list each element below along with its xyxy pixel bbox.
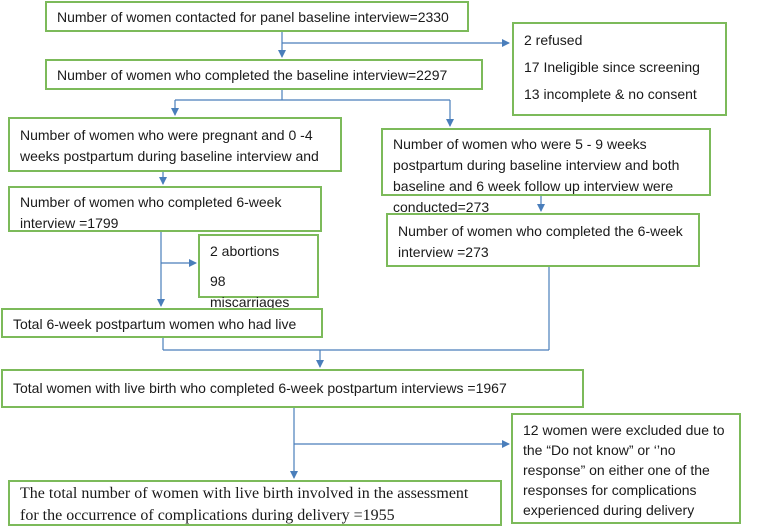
ineligible-text: 17 Ineligible since screening	[524, 59, 700, 75]
losses-box: 2 abortions 98 miscarriages	[198, 234, 319, 310]
abortions-text: 2 abortions	[210, 243, 280, 259]
miscarriages-text: 98 miscarriages	[210, 273, 290, 310]
completed-6week-right-box: Number of women who completed the 6-week…	[386, 213, 700, 267]
excluded-final-text: 12 women were excluded due to the “Do no…	[523, 422, 725, 518]
completed-baseline-text: Number of women who completed the baseli…	[57, 67, 448, 83]
live-left-box: Total 6-week postpartum women who had li…	[1, 308, 323, 338]
excluded-final-box: 12 women were excluded due to the “Do no…	[511, 413, 741, 524]
postpartum-group-box: Number of women who were 5 - 9 weeks pos…	[381, 128, 711, 215]
contacted-text: Number of women contacted for panel base…	[57, 9, 449, 25]
final-text: The total number of women with live birt…	[20, 485, 469, 524]
contacted-box: Number of women contacted for panel base…	[45, 1, 469, 32]
excluded-baseline-box: 2 refused 17 Ineligible since screening …	[512, 22, 727, 116]
incomplete-text: 13 incomplete & no consent	[524, 86, 697, 102]
total-live-text: Total women with live birth who complete…	[13, 380, 507, 396]
pregnant-group-box: Number of women who were pregnant and 0 …	[8, 117, 342, 172]
completed-6week-right-text: Number of women who completed the 6-week…	[398, 223, 683, 260]
final-box: The total number of women with live birt…	[8, 480, 502, 526]
completed-6week-left-text: Number of women who completed 6-week int…	[20, 194, 282, 231]
postpartum-group-text: Number of women who were 5 - 9 weeks pos…	[393, 136, 680, 215]
refused-text: 2 refused	[524, 32, 583, 48]
live-left-text: Total 6-week postpartum women who had li…	[13, 316, 297, 332]
completed-baseline-box: Number of women who completed the baseli…	[45, 59, 483, 90]
pregnant-group-text: Number of women who were pregnant and 0 …	[20, 127, 319, 164]
total-live-box: Total women with live birth who complete…	[1, 369, 584, 408]
completed-6week-left-box: Number of women who completed 6-week int…	[8, 186, 322, 232]
